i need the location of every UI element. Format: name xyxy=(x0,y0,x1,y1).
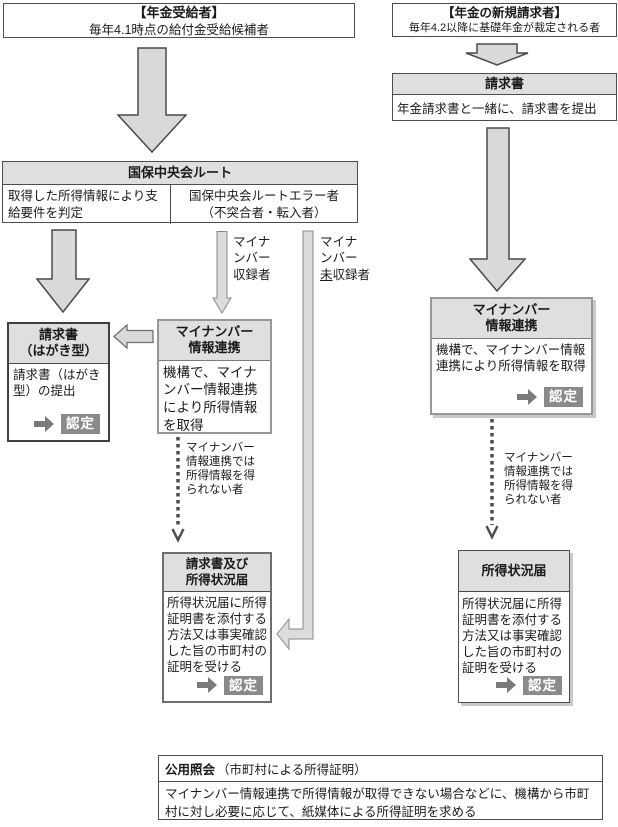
dotted-down-arrow-icon xyxy=(485,419,499,540)
down-arrow-icon xyxy=(36,229,90,314)
claim-and-income-report-header: 請求書及び 所得状況届 xyxy=(164,554,270,593)
claim-and-income-report-box: 請求書及び 所得状況届 所得状況届に所得証明書を添付する方法又は事実確認した旨の… xyxy=(162,552,272,703)
approval-badge: 認定 xyxy=(523,675,562,695)
public-inquiry-box: 公用照会 （市町村による所得証明） マイナンバー情報連携で所得情報が取得できない… xyxy=(158,755,603,820)
pensioner-box: 【年金受給者】 毎年4.1時点の給付金受給候補者 xyxy=(3,3,355,38)
down-arrow-icon xyxy=(469,127,526,293)
public-inquiry-subtitle: （市町村による所得証明） xyxy=(217,763,367,777)
mynumber-linkage-left-box: マイナンバー 情報連携 機構で、マイナンバー情報連携により所得情報を取得 xyxy=(157,319,272,434)
down-arrow-icon xyxy=(117,47,187,154)
hagaki-claim-body: 請求書（はがき型）の提出 xyxy=(13,367,101,398)
down-arrow-icon xyxy=(212,231,232,314)
hagaki-approval-row: 認定 xyxy=(13,414,104,437)
mynumber-linkage-left-header: マイナンバー 情報連携 xyxy=(159,321,270,361)
claim-form-body: 年金請求書と一緒に、請求書を提出 xyxy=(397,102,597,117)
dotted-down-arrow-icon xyxy=(171,437,185,543)
pensioner-subtitle: 毎年4.1時点の給付金受給候補者 xyxy=(89,22,269,37)
public-inquiry-body: マイナンバー情報連携で所得情報が取得できない場合などに、機構から市町村に対し必要… xyxy=(165,787,590,819)
kokuho-route-header: 国保中央会ルート xyxy=(3,162,357,186)
elbow-left-arrow-icon xyxy=(276,230,314,651)
claim-and-income-report-body: 所得状況届に所得証明書を添付する方法又は事実確認した旨の市町村の証明を受ける xyxy=(167,596,268,675)
new-claimant-title: 【年金の新規請求者】 xyxy=(441,6,567,20)
claim-form-header: 請求書 xyxy=(393,74,616,96)
right-arrow-icon xyxy=(197,677,217,694)
left-arrow-icon xyxy=(113,324,154,349)
claim-approval-row: 認定 xyxy=(167,675,267,698)
approval-badge: 認定 xyxy=(544,387,583,407)
new-claimant-box: 【年金の新規請求者】 毎年4.2以降に基礎年金が裁定される者 xyxy=(392,3,617,37)
no-income-info-label-left: マイナンバー 情報連携では 所得情報を得 られない者 xyxy=(186,442,255,497)
kokuho-left-cell: 取得した所得情報により支給要件を判定 xyxy=(3,185,171,224)
down-arrow-icon xyxy=(465,43,529,66)
mynumber-linkage-right-body: 機構で、マイナンバー情報連携により所得情報を取得 xyxy=(436,342,586,373)
mynumber-linkage-right-header: マイナンバー 情報連携 xyxy=(432,299,591,339)
hagaki-claim-box: 請求書 （はがき型） 請求書（はがき型）の提出 認定 xyxy=(7,322,110,442)
pensioner-title: 【年金受給者】 xyxy=(133,5,225,20)
income-status-report-body: 所得状況届に所得証明書を添付する方法又は事実確認した旨の市町村の証明を受ける xyxy=(462,596,563,675)
income-approval-row: 認定 xyxy=(462,675,566,698)
right-arrow-icon xyxy=(517,389,537,406)
kokuho-route-box: 国保中央会ルート 取得した所得情報により支給要件を判定 国保中央会ルートエラー者… xyxy=(2,161,358,224)
income-status-report-box: 所得状況届 所得状況届に所得証明書を添付する方法又は事実確認した旨の市町村の証明… xyxy=(458,550,570,703)
right-arrow-icon xyxy=(496,677,516,694)
approval-badge: 認定 xyxy=(61,414,100,434)
mynumber-linkage-right-box: マイナンバー 情報連携 機構で、マイナンバー情報連携により所得情報を取得 認定 xyxy=(430,297,593,415)
right-arrow-icon xyxy=(34,416,54,433)
mynumber-unrecorded-label: マイナ ンバー 未収録者 xyxy=(320,235,371,282)
approval-badge: 認定 xyxy=(224,675,263,695)
public-inquiry-header: 公用照会 （市町村による所得証明） xyxy=(159,756,602,782)
mynumber-recorded-label: マイナ ンバー 収録者 xyxy=(233,235,271,282)
claim-form-box: 請求書 年金請求書と一緒に、請求書を提出 xyxy=(392,73,617,121)
kokuho-error-cell: 国保中央会ルートエラー者 （不突合者・転入者） xyxy=(188,189,339,220)
mynumber-linkage-left-body: 機構で、マイナンバー情報連携により所得情報を取得 xyxy=(163,364,258,433)
mynumber-approval-row: 認定 xyxy=(436,387,587,410)
public-inquiry-title: 公用照会 xyxy=(165,763,216,777)
kokuho-route-cells: 取得した所得情報により支給要件を判定 国保中央会ルートエラー者 （不突合者・転入… xyxy=(3,185,357,224)
income-status-report-header: 所得状況届 xyxy=(459,551,569,592)
no-income-info-label-right: マイナンバー 情報連携では 所得情報を得 られない者 xyxy=(504,452,573,507)
new-claimant-subtitle: 毎年4.2以降に基礎年金が裁定される者 xyxy=(408,22,601,35)
hagaki-claim-header: 請求書 （はがき型） xyxy=(9,324,108,364)
